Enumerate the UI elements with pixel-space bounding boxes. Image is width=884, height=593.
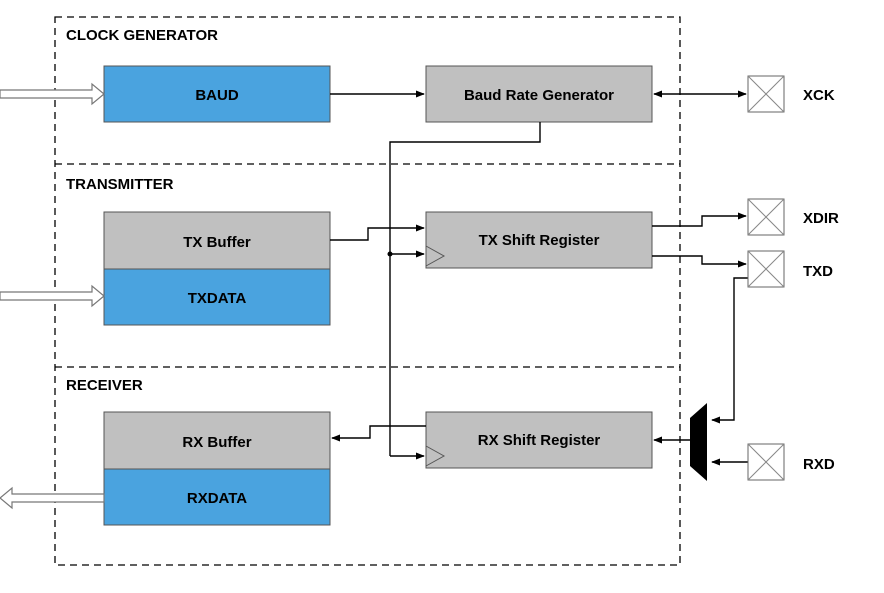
txdata-register: TXDATA xyxy=(103,268,331,326)
rx-shift-register-block: RX Shift Register xyxy=(425,411,653,469)
baud-rate-generator-label: Baud Rate Generator xyxy=(464,87,614,104)
rx-input-multiplexer xyxy=(690,403,707,481)
rxd-pin xyxy=(747,443,785,481)
txdata-label: TXDATA xyxy=(188,290,247,307)
xck-pin-label: XCK xyxy=(803,87,835,104)
section-label-receiver: RECEIVER xyxy=(66,377,143,394)
rx-buffer-block: RX Buffer xyxy=(103,411,331,470)
tx-buffer-to-shift-wire xyxy=(330,224,425,241)
tx-shift-to-xdir-wire xyxy=(652,212,747,227)
rx-buffer-label: RX Buffer xyxy=(182,434,251,451)
clock-generator-frame xyxy=(54,16,681,566)
xck-pin xyxy=(747,75,785,113)
baud-rate-generator-block: Baud Rate Generator xyxy=(425,65,653,123)
xdir-pin-label: XDIR xyxy=(803,210,839,227)
baud-bus-input-arrow xyxy=(0,82,105,106)
rxdata-bus-output-arrow xyxy=(0,486,105,510)
rx-shift-register-label: RX Shift Register xyxy=(478,432,601,449)
tx-shift-register-label: TX Shift Register xyxy=(479,232,600,249)
txd-pin-label: TXD xyxy=(803,263,833,280)
tx-buffer-block: TX Buffer xyxy=(103,211,331,270)
clock-distribution-wire xyxy=(389,122,541,456)
txd-pin xyxy=(747,250,785,288)
txd-loopback-wire xyxy=(711,277,748,424)
rx-shift-to-buffer-wire xyxy=(331,425,426,442)
section-label-clock-generator: CLOCK GENERATOR xyxy=(66,27,218,44)
baud-label: BAUD xyxy=(195,87,238,104)
rxdata-register: RXDATA xyxy=(103,468,331,526)
tx-shift-to-txd-wire xyxy=(652,255,747,268)
xdir-pin xyxy=(747,198,785,236)
tx-buffer-label: TX Buffer xyxy=(183,234,251,251)
txdata-bus-input-arrow xyxy=(0,284,105,308)
section-label-transmitter: TRANSMITTER xyxy=(66,176,174,193)
baud-register: BAUD xyxy=(103,65,331,123)
rxdata-label: RXDATA xyxy=(187,490,247,507)
rxd-pin-label: RXD xyxy=(803,456,835,473)
tx-shift-register-block: TX Shift Register xyxy=(425,211,653,269)
